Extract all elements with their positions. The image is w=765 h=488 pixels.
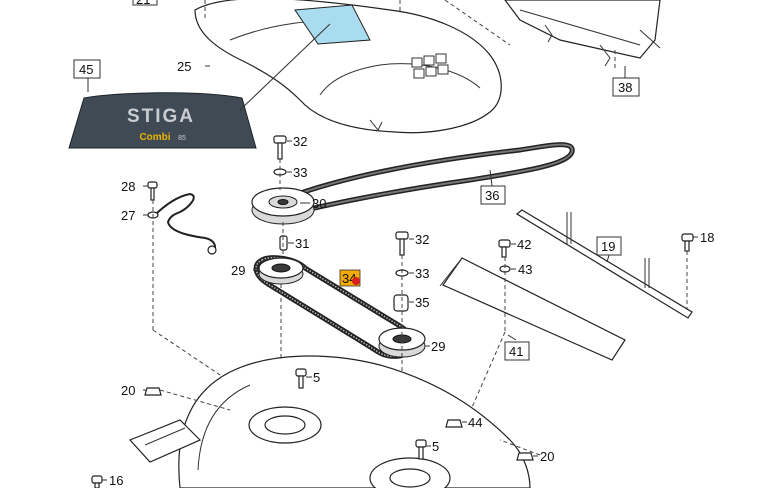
bolt-32-right [395, 231, 409, 256]
bolt-5-right [415, 439, 427, 460]
callout-38: 38 [612, 77, 640, 97]
callout-32-top: 32 [293, 134, 307, 149]
callout-35: 35 [415, 295, 429, 310]
callout-18: 18 [700, 230, 714, 245]
callout-29-right: 29 [431, 339, 445, 354]
decal-45: STIGA Combi 85 [68, 92, 257, 149]
bolt-28 [147, 181, 158, 201]
pulley-30 [251, 187, 315, 225]
callout-16: 16 [109, 473, 123, 488]
nut-20-left [144, 387, 162, 396]
callout-30: 30 [312, 196, 326, 211]
callout-36: 36 [480, 185, 506, 205]
deflector-38 [504, 0, 661, 67]
warning-symbols [411, 53, 449, 79]
nut-44 [445, 419, 463, 428]
callout-20-right: 20 [540, 449, 554, 464]
callout-32-right: 32 [415, 232, 429, 247]
mower-deck [128, 355, 531, 488]
callout-20-left: 20 [121, 383, 135, 398]
callout-44: 44 [468, 415, 482, 430]
callout-27: 27 [121, 208, 135, 223]
svg-text:36: 36 [485, 188, 499, 203]
callout-19: 19 [596, 236, 622, 256]
nut-20-right [516, 452, 534, 461]
bolt-32-top [273, 135, 287, 160]
callout-5-left: 5 [313, 370, 320, 385]
plate-41 [439, 257, 626, 361]
spacer-35 [393, 294, 409, 312]
callout-28: 28 [121, 179, 135, 194]
svg-text:19: 19 [601, 239, 615, 254]
cable-27 [147, 192, 217, 255]
callout-21: 21 [132, 0, 158, 7]
callout-33-right: 33 [415, 266, 429, 281]
svg-text:21: 21 [136, 0, 150, 7]
bracket-19 [515, 209, 693, 319]
top-cover [194, 0, 502, 134]
bolt-18 [681, 233, 694, 252]
svg-text:45: 45 [79, 62, 93, 77]
bolt-16 [91, 475, 103, 488]
callout-5-right: 5 [432, 439, 439, 454]
cover-window [294, 4, 371, 45]
callout-43: 43 [518, 262, 532, 277]
callout-41: 41 [504, 341, 530, 361]
decal-model: Combi [139, 132, 170, 143]
bolt-42 [498, 239, 511, 258]
callout-29-left: 29 [231, 263, 245, 278]
pulley-29-left [258, 257, 304, 285]
bolt-5-left [295, 368, 307, 389]
callout-33-top: 33 [293, 165, 307, 180]
new-part-dot-icon [352, 277, 360, 285]
decal-brand: STIGA [127, 106, 195, 127]
callout-34-new: 34 [339, 269, 361, 287]
callout-25: 25 [177, 59, 191, 74]
decal-size: 85 [178, 135, 186, 142]
belt-36 [268, 142, 575, 221]
callout-45: 45 [73, 59, 101, 79]
callout-42: 42 [517, 237, 531, 252]
callout-31: 31 [295, 236, 309, 251]
svg-text:38: 38 [618, 80, 632, 95]
svg-text:41: 41 [509, 344, 523, 359]
